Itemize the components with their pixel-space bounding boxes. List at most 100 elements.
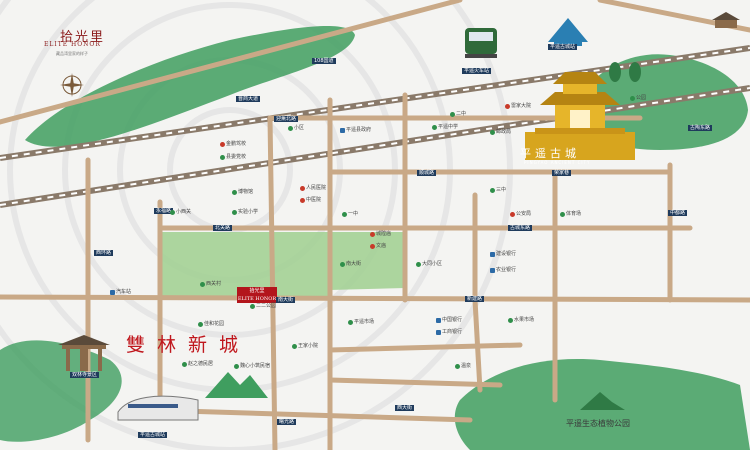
road-label-nandajie: 南大街 bbox=[276, 297, 296, 303]
poi-marker bbox=[234, 364, 239, 369]
poi-label[interactable]: 雷家大院 bbox=[511, 103, 532, 109]
poi-marker bbox=[292, 344, 297, 349]
poi-marker bbox=[170, 210, 175, 215]
logo-english: ELITE HONOR bbox=[44, 41, 101, 48]
hsr-train-icon bbox=[117, 395, 199, 421]
poi-label[interactable]: 平遥市场 bbox=[354, 319, 375, 325]
road-label-shuguang: 曙光路 bbox=[277, 419, 297, 425]
poi-marker bbox=[505, 104, 510, 109]
poi-label[interactable]: 工商银行 bbox=[442, 329, 463, 335]
project-marker-cn: 拾光里 bbox=[249, 288, 265, 294]
road-label-guchengdong: 古城东路 bbox=[508, 225, 533, 231]
road-label-zhongdu: 中都路 bbox=[668, 210, 688, 216]
poi-marker bbox=[300, 186, 305, 191]
poi-label[interactable]: 中医院 bbox=[306, 197, 322, 203]
railways bbox=[0, 45, 750, 208]
poi-label[interactable]: 赵之德民居 bbox=[188, 361, 214, 367]
compass-icon bbox=[60, 73, 84, 97]
station-railway-north: 平遥火车站 bbox=[462, 68, 492, 74]
park-label: 平遥生态植物公园 bbox=[566, 419, 630, 428]
poi-marker bbox=[490, 252, 495, 257]
tree-icons bbox=[609, 62, 641, 82]
poi-marker bbox=[232, 210, 237, 215]
poi-marker bbox=[348, 320, 353, 325]
poi-marker bbox=[232, 190, 237, 195]
road-label-xinjian: 新建路 bbox=[465, 296, 485, 302]
poi-marker bbox=[200, 282, 205, 287]
poi-label[interactable]: 一中 bbox=[348, 211, 359, 217]
road-label-xihuan: 西环路 bbox=[94, 250, 114, 256]
poi-marker bbox=[182, 362, 187, 367]
poi-marker bbox=[340, 262, 345, 267]
poi-label[interactable]: 农业银行 bbox=[496, 267, 517, 273]
poi-label[interactable]: 文庙 bbox=[376, 243, 387, 249]
poi-label[interactable]: 王家小院 bbox=[298, 343, 319, 349]
poi-label[interactable]: 实验小学 bbox=[238, 209, 259, 215]
poi-marker bbox=[110, 290, 115, 295]
road-label-yingxun: 迎薰北路 bbox=[274, 116, 299, 122]
poi-label[interactable]: 魏心小筑民宿 bbox=[240, 363, 271, 369]
road-label-yongfu: 永福路 bbox=[154, 208, 174, 214]
poi-label[interactable]: 佳和花园 bbox=[204, 321, 225, 327]
poi-label[interactable]: 中国银行 bbox=[442, 317, 463, 323]
mountain-icon-south bbox=[580, 392, 625, 410]
poi-label[interactable]: 公安局 bbox=[516, 211, 532, 217]
poi-marker bbox=[436, 330, 441, 335]
road-label-rongjia: 荣家巷 bbox=[552, 170, 572, 176]
train-icon-east bbox=[548, 18, 588, 46]
logo-title: 拾光里 bbox=[60, 30, 106, 45]
green-area-west bbox=[0, 340, 122, 442]
poi-marker bbox=[288, 126, 293, 131]
poi-marker bbox=[490, 268, 495, 273]
road-label-108: 108国道 bbox=[312, 58, 336, 64]
poi-label[interactable]: 平遥县政府 bbox=[346, 127, 372, 133]
ancient-city-label: 平遥古城 bbox=[520, 147, 580, 160]
logo-subtitle: 藏品湾里家的样子 bbox=[56, 51, 88, 56]
poi-label[interactable]: 公园 bbox=[636, 95, 647, 101]
poi-label[interactable]: 大同小区 bbox=[422, 261, 443, 267]
poi-label[interactable]: 小西关 bbox=[176, 209, 192, 215]
poi-label[interactable]: 水果市场 bbox=[514, 317, 535, 323]
poi-label[interactable]: 建设银行 bbox=[496, 251, 517, 257]
project-marker[interactable]: 拾光里 ELITE HONOR bbox=[237, 287, 277, 303]
poi-marker bbox=[432, 125, 437, 130]
station-railway-east: 平遥古城站 bbox=[548, 44, 578, 50]
poi-marker bbox=[455, 364, 460, 369]
poi-label[interactable]: 金鹏驾校 bbox=[226, 141, 247, 147]
road-label-shuncheng: 顺城路 bbox=[417, 170, 437, 176]
poi-marker bbox=[630, 96, 635, 101]
poi-label[interactable]: 博物馆 bbox=[238, 189, 254, 195]
poi-label[interactable]: 城隍庙 bbox=[376, 231, 392, 237]
poi-label[interactable]: 三中 bbox=[496, 187, 507, 193]
road-label-gutaodong: 古陶东路 bbox=[688, 125, 713, 131]
poi-label[interactable]: 汽车站 bbox=[116, 289, 132, 295]
mountain-icon-west bbox=[205, 372, 268, 398]
road-label-beiguan: 北关路 bbox=[213, 225, 233, 231]
poi-label[interactable]: 二中 bbox=[456, 111, 467, 117]
poi-marker bbox=[436, 318, 441, 323]
poi-marker bbox=[370, 244, 375, 249]
district-label: 雙林新城 bbox=[126, 334, 251, 356]
poi-label[interactable]: 小区 bbox=[294, 125, 305, 131]
road-label-jinshang: 晋商大道 bbox=[236, 96, 261, 102]
poi-marker bbox=[490, 130, 495, 135]
poi-marker bbox=[250, 304, 255, 309]
poi-marker bbox=[450, 112, 455, 117]
poi-label[interactable]: 二二公园 bbox=[256, 303, 277, 309]
poi-label[interactable]: 邮政局 bbox=[496, 129, 512, 135]
station-hsr: 平遥古城站 bbox=[138, 432, 168, 438]
poi-label[interactable]: 县委党校 bbox=[226, 154, 247, 160]
poi-marker bbox=[300, 198, 305, 203]
poi-label[interactable]: 体育场 bbox=[566, 211, 582, 217]
poi-marker bbox=[220, 142, 225, 147]
poi-label[interactable]: 西关村 bbox=[206, 281, 222, 287]
poi-marker bbox=[560, 212, 565, 217]
poi-label[interactable]: 平遥中学 bbox=[438, 124, 459, 130]
poi-label[interactable]: 南大街 bbox=[346, 261, 362, 267]
poi-label[interactable]: 人民医院 bbox=[306, 185, 327, 191]
poi-marker bbox=[220, 155, 225, 160]
road-label-xidajie: 西大街 bbox=[395, 405, 415, 411]
poi-label[interactable]: 温泉 bbox=[461, 363, 472, 369]
